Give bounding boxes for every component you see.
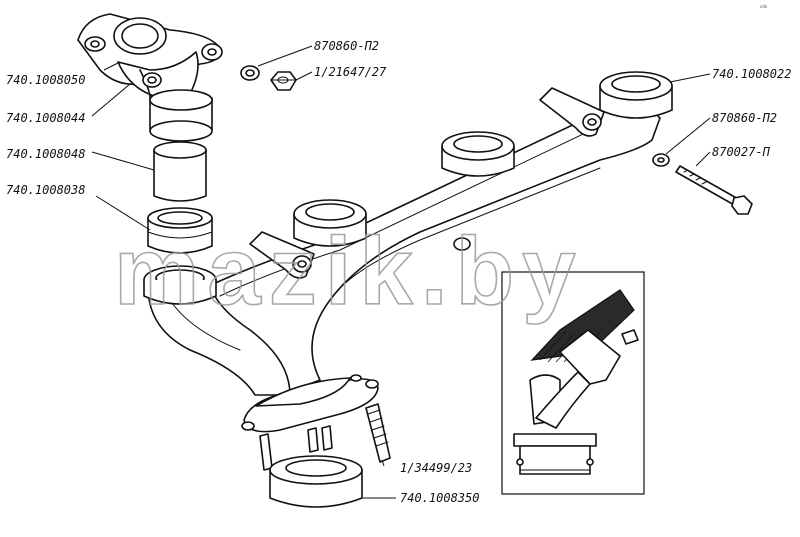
label-gasket-ring: 740.1008350 bbox=[400, 491, 479, 505]
watermark-text: mazik.by bbox=[114, 218, 584, 325]
label-stud: 1/34499/23 bbox=[400, 461, 472, 475]
label-nut: 1/21647/27 bbox=[314, 65, 387, 79]
label-connector-pipe: 740.1008048 bbox=[6, 147, 85, 161]
washer-top bbox=[240, 65, 260, 81]
connector-pipe bbox=[153, 141, 207, 202]
label-top-elbow: 740.1008044 bbox=[6, 111, 85, 125]
gasket-ring bbox=[269, 455, 363, 508]
label-washer-right: 870860-П2 bbox=[712, 111, 777, 125]
washer-right bbox=[652, 153, 670, 167]
nut bbox=[270, 71, 297, 91]
leader-lines bbox=[91, 45, 711, 499]
label-manifold: 740.1008022 bbox=[712, 67, 791, 81]
inset-detail bbox=[501, 271, 645, 495]
label-bolt: 870027-П bbox=[712, 145, 771, 159]
label-seal-ring: 740.1008038 bbox=[6, 183, 85, 197]
label-top-flange-bracket: 740.1008050 bbox=[6, 73, 85, 87]
corner-mark: cdn bbox=[760, 4, 768, 9]
top-elbow bbox=[117, 51, 213, 142]
manifold bbox=[143, 71, 673, 471]
seal-ring bbox=[147, 207, 213, 254]
label-washer-top: 870860-П2 bbox=[314, 39, 379, 53]
stud bbox=[365, 403, 391, 463]
bolt bbox=[675, 165, 753, 215]
